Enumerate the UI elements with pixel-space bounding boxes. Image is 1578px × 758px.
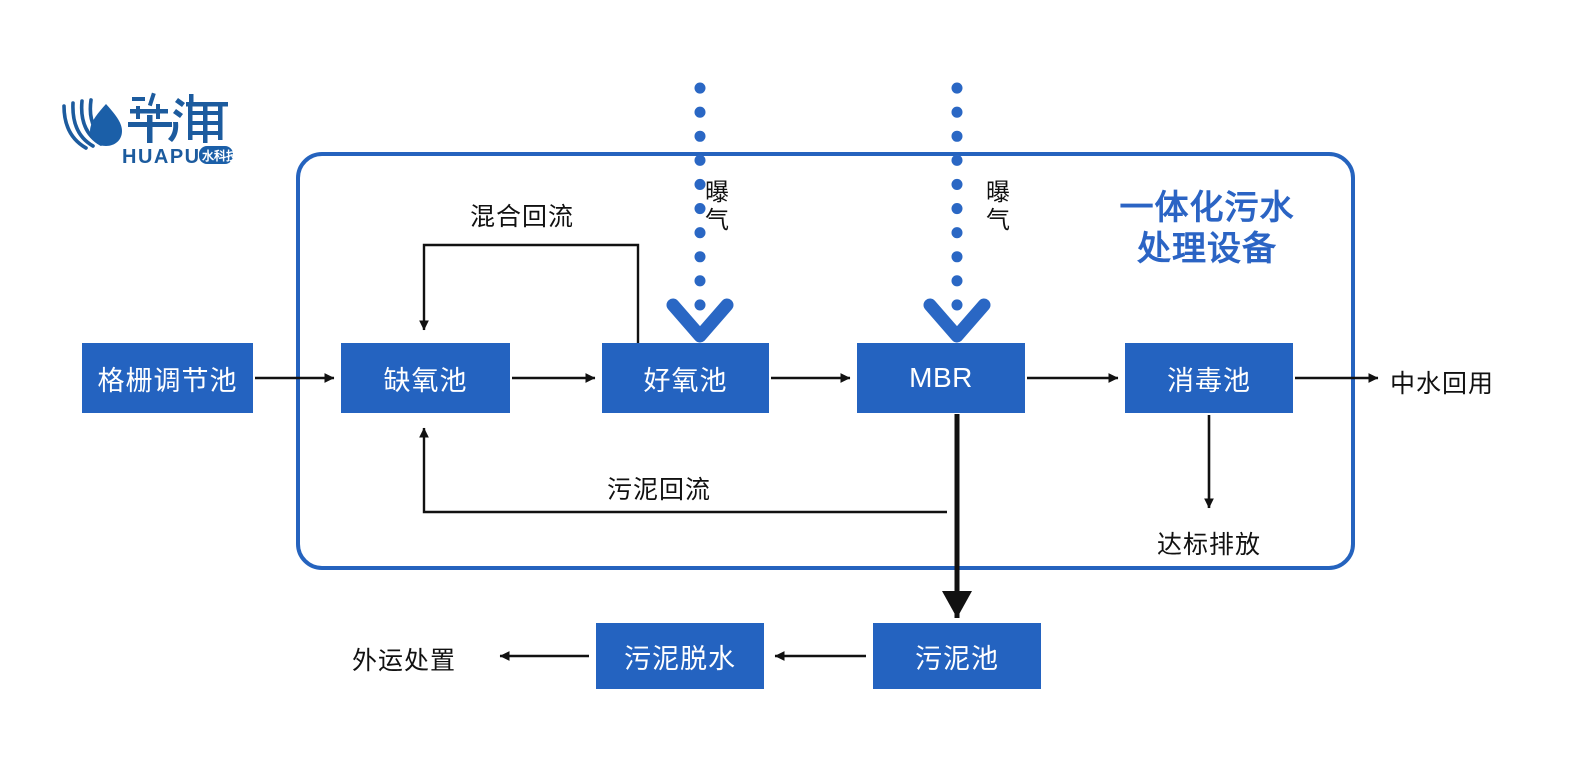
logo-chinese-name — [128, 92, 228, 143]
process-node-anoxic[interactable]: 缺氧池 — [341, 343, 510, 413]
label-aeration-2: 曝气 — [986, 178, 1010, 235]
logo-droplet — [90, 104, 122, 146]
logo-huapu-text: HUAPU — [122, 146, 201, 167]
label-offsite-disposal: 外运处置 — [352, 646, 457, 675]
svg-text:水科技: 水科技 — [202, 148, 233, 163]
label-reclaimed-water: 中水回用 — [1390, 369, 1495, 398]
process-node-label: 缺氧池 — [383, 365, 468, 397]
process-node-sludge-dewatering[interactable]: 污泥脱水 — [596, 623, 764, 689]
logo-tagline-badge: 水科技 — [199, 146, 233, 164]
process-node-label: MBR — [909, 362, 973, 393]
process-node-label: 消毒池 — [1167, 365, 1251, 397]
process-node-label: 污泥脱水 — [624, 643, 736, 675]
equipment-title: 一体化污水 处理设备 — [1119, 188, 1295, 270]
process-node-label: 格栅调节池 — [97, 365, 238, 397]
process-node-label: 污泥池 — [915, 643, 999, 675]
process-node-grit[interactable]: 格栅调节池 — [82, 343, 253, 413]
process-node-mbr[interactable]: MBR — [857, 343, 1025, 413]
process-node-disinfection[interactable]: 消毒池 — [1125, 343, 1293, 413]
process-node-aerobic[interactable]: 好氧池 — [602, 343, 769, 413]
integrated-equipment-enclosure — [296, 152, 1355, 570]
label-compliant-discharge: 达标排放 — [1157, 530, 1262, 559]
company-logo: HUAPU 水科技 — [58, 82, 233, 167]
process-node-sludge-tank[interactable]: 污泥池 — [873, 623, 1041, 689]
process-node-label: 好氧池 — [643, 365, 728, 397]
label-aeration-1: 曝气 — [705, 178, 729, 235]
label-sludge-return: 污泥回流 — [607, 475, 712, 504]
label-mixed-return: 混合回流 — [470, 202, 575, 231]
